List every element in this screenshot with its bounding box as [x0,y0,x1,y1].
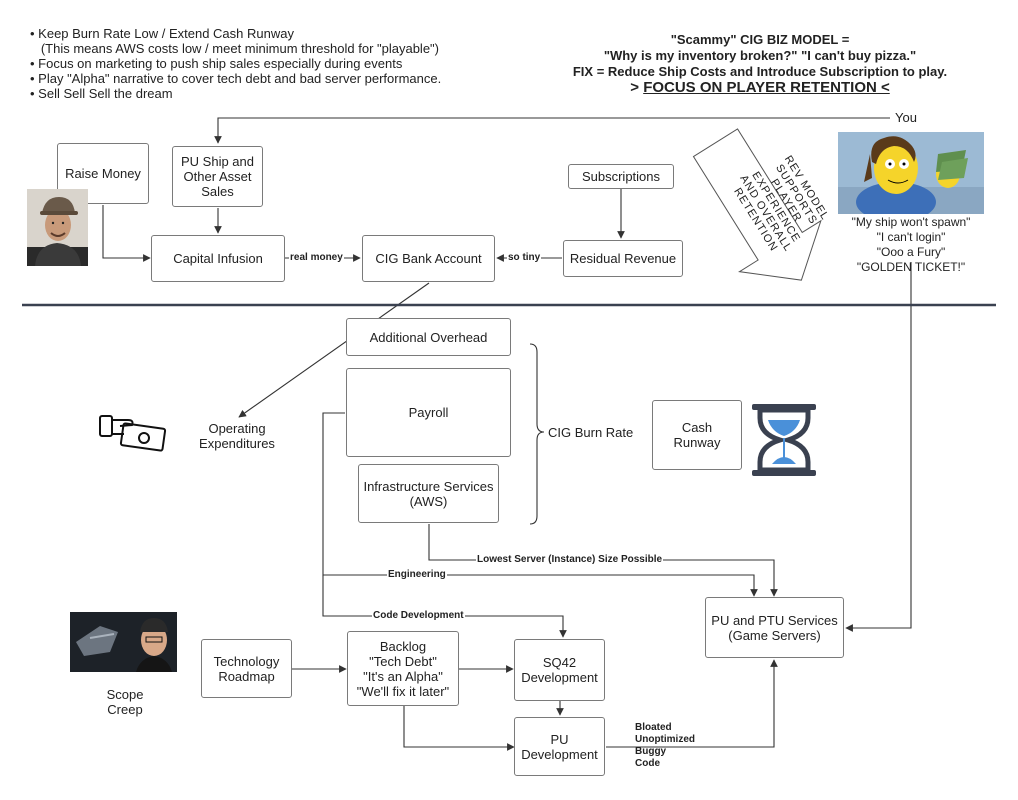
arrow-backlog-to-pudev [403,706,515,751]
money-hand-icon [99,415,167,452]
scope-creep-image [70,612,177,672]
arrow-you-to-ship-sales [214,117,890,144]
residual-revenue-box[interactable]: Residual Revenue [563,240,683,277]
additional-overhead-box[interactable]: Additional Overhead [346,318,511,356]
tech-roadmap-box[interactable]: Technology Roadmap [201,639,292,698]
pu-development-box[interactable]: PU Development [514,717,605,776]
lowest-server-label: Lowest Server (Instance) Size Possible [476,554,664,566]
pu-ptu-servers-box[interactable]: PU and PTU Services (Game Servers) [705,597,844,658]
model-focus: > FOCUS ON PLAYER RETENTION < [560,80,960,96]
opex-label: Operating Expenditures [199,421,275,451]
burn-rate-label: CIG Burn Rate [548,425,634,440]
arrow-pudev-to-servers [606,659,778,748]
capital-infusion-box[interactable]: Capital Infusion [151,235,285,282]
bloated-4: Code [635,758,660,769]
ship-sales-box[interactable]: PU Ship and Other Asset Sales [172,146,263,207]
person-photo-hat [27,189,88,266]
backlog-line-3: "We'll fix it later" [356,683,450,699]
scope-creep-drawing [70,612,177,672]
backlog-line-1: "Tech Debt" [369,653,437,669]
scope-creep-label: Scope Creep [106,687,144,717]
you-quotes: "My ship won't spawn" "I can't login" "O… [838,215,984,275]
bloated-2: Unoptimized [635,734,695,745]
bloated-3: Buggy [635,746,667,757]
burn-rate-brace [529,343,545,525]
sq42-box[interactable]: SQ42 Development [514,639,605,701]
so-tiny-label: so tiny [507,252,542,264]
subscriptions-box[interactable]: Subscriptions [568,164,674,189]
quote-3: "Ooo a Fury" [876,245,946,259]
focus-text: FOCUS ON PLAYER RETENTION < [643,79,890,96]
arrow-raise-to-capital [102,205,151,262]
note-2: (This means AWS costs low / meet minimum… [30,41,439,56]
biz-model-heading: "Scammy" CIG BIZ MODEL = "Why is my inve… [560,32,960,96]
you-label: You [895,110,917,125]
quote-1: "My ship won't spawn" [851,215,971,229]
person-hat-drawing [27,189,88,266]
note-5: • Sell Sell Sell the dream [30,86,173,101]
bloated-1: Bloated [635,722,672,733]
comic-book-guy-drawing [838,132,984,214]
arrow-payroll-code-dev [322,575,567,638]
note-1: • Keep Burn Rate Low / Extend Cash Runwa… [30,26,294,41]
backlog-box[interactable]: Backlog "Tech Debt" "It's an Alpha" "We'… [347,631,459,706]
code-dev-label: Code Development [372,610,465,622]
real-money-label: real money [289,252,344,264]
quote-2: "I can't login" [876,230,946,244]
focus-prefix: > [630,79,644,96]
note-4: • Play "Alpha" narrative to cover tech d… [30,71,442,86]
engineering-label: Engineering [387,569,447,581]
strategy-notes: • Keep Burn Rate Low / Extend Cash Runwa… [30,26,441,101]
backlog-line-2: "It's an Alpha" [363,668,443,684]
cash-runway-box[interactable]: Cash Runway [652,400,742,470]
quote-4: "GOLDEN TICKET!" [856,260,966,274]
comic-book-guy-image [838,132,984,214]
arrow-you-to-servers [845,262,912,632]
note-3: • Focus on marketing to push ship sales … [30,56,403,71]
rev-model-callout [692,128,822,281]
backlog-title: Backlog [379,638,427,654]
model-line-2: "Why is my inventory broken?" "I can't b… [603,48,917,63]
hourglass-icon [752,404,816,476]
model-line-1: "Scammy" CIG BIZ MODEL = [670,32,850,47]
model-line-3: FIX = Reduce Ship Costs and Introduce Su… [572,64,948,79]
payroll-box[interactable]: Payroll [346,368,511,457]
bloated-code-label: Bloated Unoptimized Buggy Code [634,722,696,770]
infrastructure-box[interactable]: Infrastructure Services (AWS) [358,464,499,523]
cig-bank-account-box[interactable]: CIG Bank Account [362,235,495,282]
